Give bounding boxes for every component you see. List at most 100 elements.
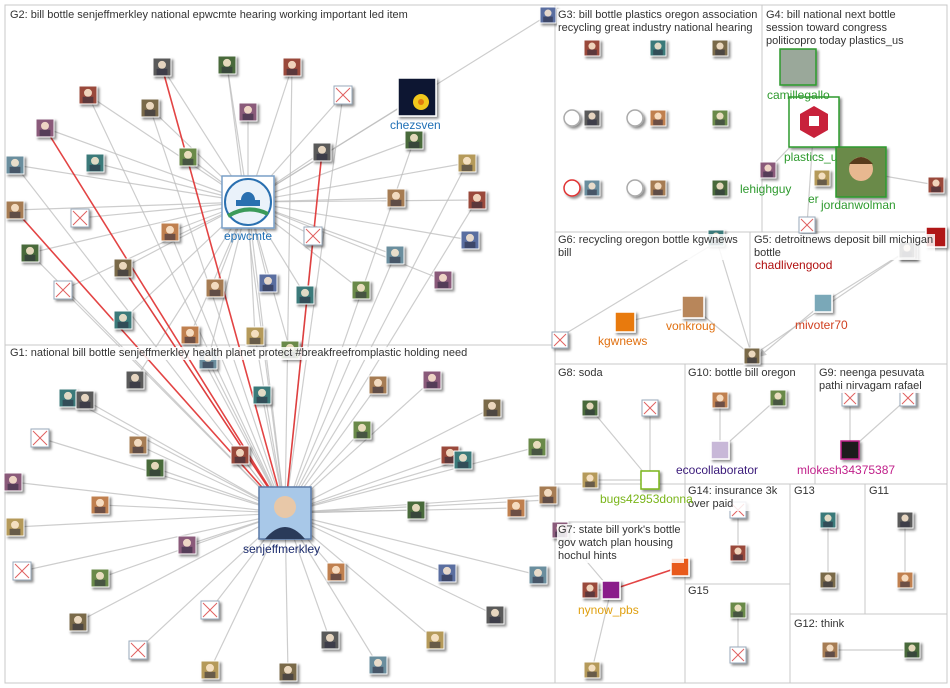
node-right-17	[711, 391, 729, 409]
edge-red-5	[122, 267, 286, 515]
node-g2-28	[457, 153, 477, 173]
node-g1-11	[145, 458, 165, 478]
edge-g1-0	[12, 481, 287, 516]
group-label-g15: G15	[687, 585, 710, 598]
node-label-ecocollaborator[interactable]: ecocollaborator	[676, 463, 759, 477]
node-label-vonkroug[interactable]: vonkroug	[666, 319, 716, 333]
edge-g1-7	[99, 504, 287, 517]
node-g2-26	[404, 130, 424, 150]
edge-g2-29	[246, 199, 471, 241]
node-label-jordanwolman[interactable]: jordanwolman	[821, 198, 896, 212]
node-g1-3	[30, 428, 50, 448]
node-g2-29	[460, 230, 480, 250]
node-right-28	[896, 511, 914, 529]
node-g3-circle-3	[626, 179, 644, 197]
group-label-g10: G10: bottle bill oregon	[687, 367, 797, 380]
node-label-mlokesh34375387[interactable]: mlokesh34375387	[797, 463, 896, 477]
edge-g8a	[589, 407, 651, 481]
node-label-chezsven[interactable]: chezsven	[390, 118, 441, 132]
edge-g2-3	[44, 127, 250, 204]
edge-g1-28	[283, 459, 464, 515]
node-right-11	[813, 169, 831, 187]
node-g1-12	[177, 535, 197, 555]
node-g2-33	[125, 370, 145, 390]
node-g2-17	[258, 273, 278, 293]
node-g2-24	[385, 245, 405, 265]
edge-g1-5	[77, 512, 287, 623]
edge-g7-red	[609, 566, 681, 593]
node-right-29	[896, 571, 914, 589]
node-right-6	[711, 109, 729, 127]
node-label-kgwnews[interactable]: kgwnews	[598, 334, 648, 348]
edge-g2s-16	[254, 335, 288, 515]
node-g2-31	[113, 310, 133, 330]
node-g1-6	[75, 390, 95, 410]
node-g1-5	[68, 612, 88, 632]
group-label-g9: G9: neenga pesuvata pathi nirvagam rafae…	[818, 367, 935, 393]
panel-g2	[4, 4, 556, 346]
node-g1-10	[128, 435, 148, 455]
node-g2-9	[152, 57, 172, 77]
edge-g2s-6	[87, 94, 286, 515]
edge-g1-4	[67, 397, 287, 514]
node-g1-16	[252, 385, 272, 405]
node-g1-34	[538, 485, 558, 505]
node-g2-14	[217, 55, 237, 75]
node-label-lehighguy[interactable]: lehighguy	[740, 182, 792, 196]
node-right-33	[903, 641, 921, 659]
node-mlokesh	[840, 440, 860, 460]
node-g2-27	[433, 270, 453, 290]
group-label-g8: G8: soda	[557, 367, 604, 380]
node-right-8	[649, 179, 667, 197]
edge-g7b	[591, 588, 614, 671]
edge-g2-0	[14, 164, 250, 205]
node-right-9	[711, 179, 729, 197]
node-g2-19	[295, 285, 315, 305]
node-label-bugs42953donna[interactable]: bugs42953donna	[600, 492, 693, 506]
node-label-nynow_pbs[interactable]: nynow_pbs	[578, 603, 639, 617]
node-g1-8	[90, 568, 110, 588]
node-g2-13	[205, 278, 225, 298]
node-label-mivoter70[interactable]: mivoter70	[795, 318, 848, 332]
node-g2-7	[85, 153, 105, 173]
node-vonkroug	[681, 295, 705, 319]
node-g1-2	[12, 561, 32, 581]
node-label-plastics_us[interactable]: plastics_u	[784, 150, 838, 164]
edge-g2s-4	[62, 289, 286, 514]
node-label-epwcmte[interactable]: epwcmte	[224, 229, 273, 243]
node-right-19	[841, 389, 859, 407]
node-g1-28	[453, 450, 473, 470]
group-label-g4: G4: bill national next bottle session to…	[765, 9, 927, 48]
node-label-chadlivengood[interactable]: chadlivengood	[755, 258, 833, 272]
node-g2-25	[386, 188, 406, 208]
node-g1-24	[422, 370, 442, 390]
node-g1-1	[5, 517, 25, 537]
node-ecocollaborator	[710, 440, 730, 460]
node-g1-19	[326, 562, 346, 582]
nodes	[3, 6, 947, 682]
edge-g1-1	[14, 509, 287, 528]
node-chezsven	[397, 77, 437, 117]
node-g2-20	[303, 226, 323, 246]
node-g1-0	[3, 472, 23, 492]
node-g1-13	[200, 660, 220, 680]
node-right-35	[583, 661, 601, 679]
node-right-10	[759, 161, 777, 179]
node-senjeffmerkley	[258, 486, 312, 540]
edge-g2-4	[62, 201, 250, 291]
node-right-13	[927, 176, 945, 194]
node-g1-25	[425, 630, 445, 650]
node-label-camillegallo[interactable]: camillegallo	[767, 88, 830, 102]
node-g2-15	[238, 102, 258, 122]
node-g1-33	[528, 565, 548, 585]
node-right-32	[821, 641, 839, 659]
node-label-senjeffmerkley[interactable]: senjeffmerkley	[243, 542, 321, 556]
node-g1-4	[58, 388, 78, 408]
edge-g1-30	[283, 512, 496, 616]
group-label-g12: G12: think	[793, 618, 846, 631]
edge-g2-1	[14, 198, 250, 211]
panel-g12	[789, 613, 948, 684]
node-label-er[interactable]: er	[808, 192, 819, 206]
node-g1-23	[406, 500, 426, 520]
